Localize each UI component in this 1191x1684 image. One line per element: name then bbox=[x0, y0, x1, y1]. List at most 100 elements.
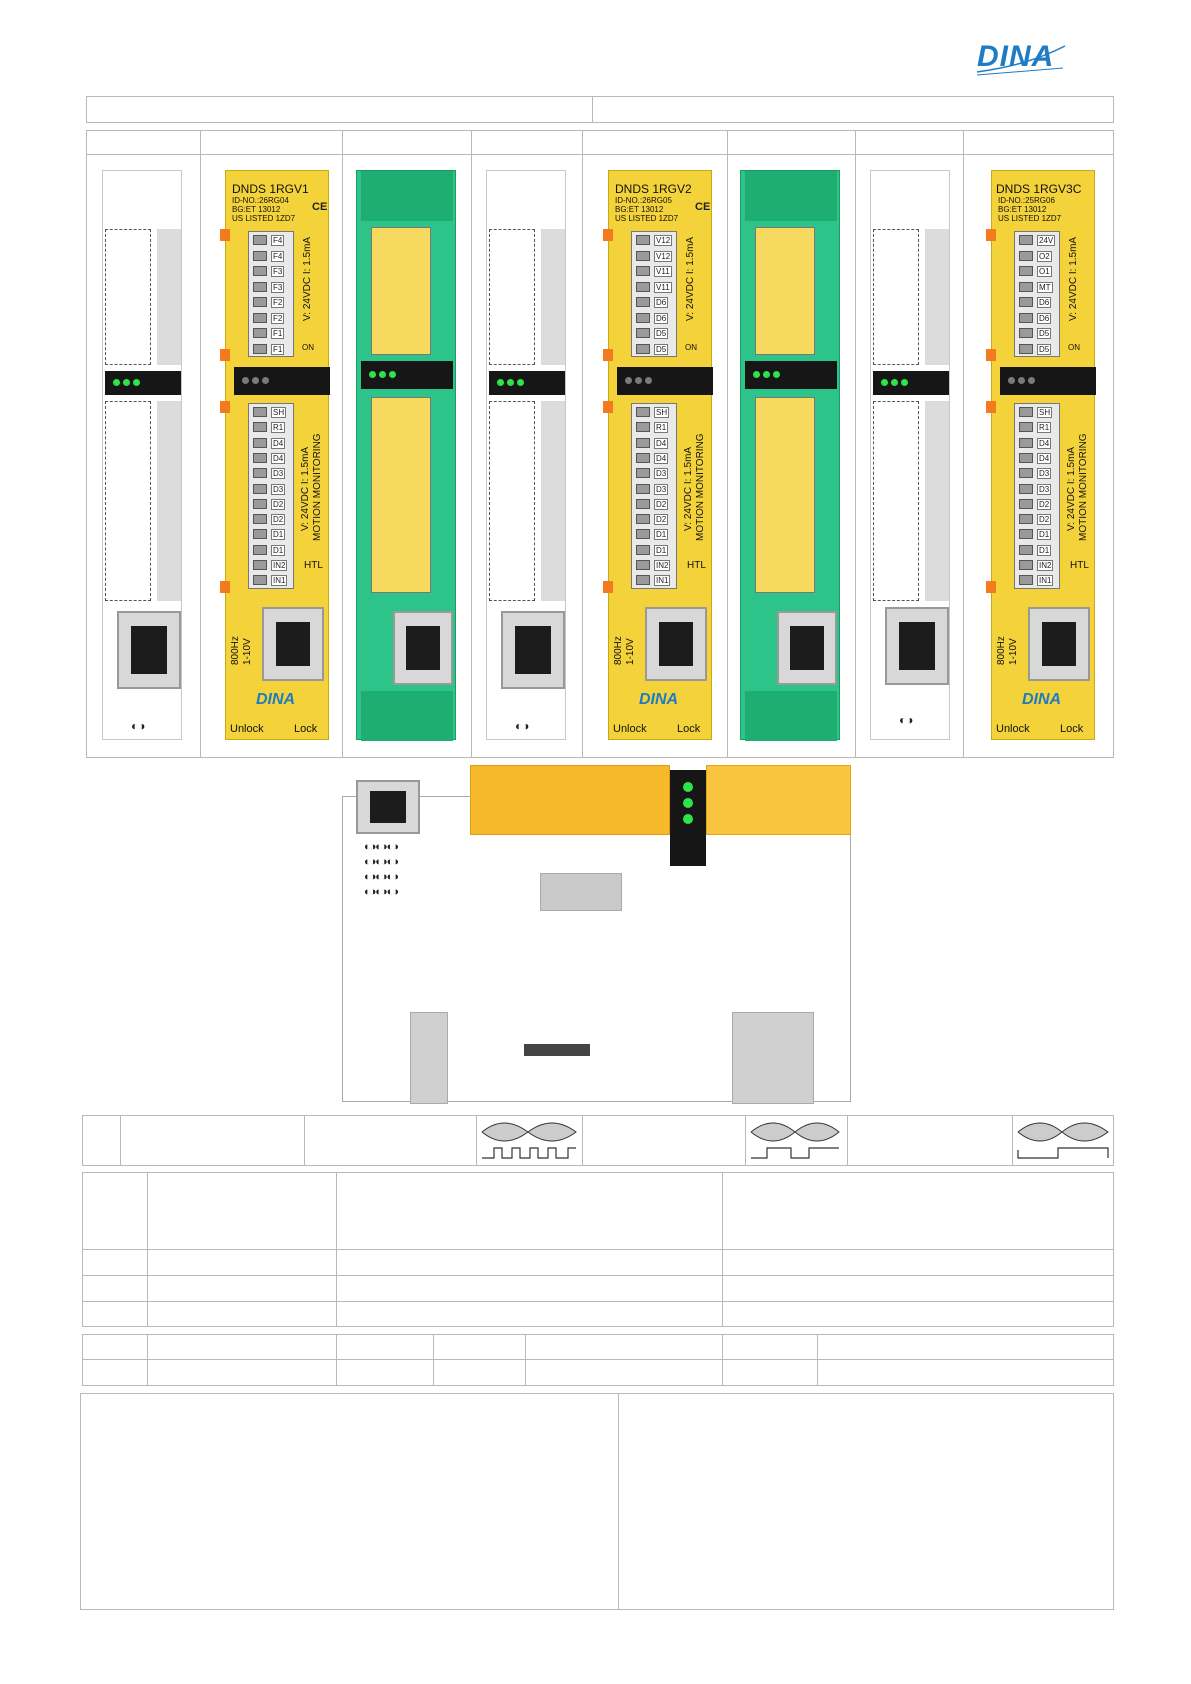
terminal-label: F4 bbox=[271, 235, 285, 246]
terminal-label: IN2 bbox=[1037, 560, 1054, 571]
terminal-label: D1 bbox=[271, 529, 286, 541]
module-logo: DINA bbox=[256, 691, 296, 708]
terminal-label: D1 bbox=[271, 544, 286, 556]
lower-terminal-group bbox=[105, 401, 151, 601]
terminal-screw-icon bbox=[253, 529, 267, 540]
rj45-port bbox=[117, 611, 181, 689]
terminal-screw-icon bbox=[636, 422, 650, 433]
rj45-port bbox=[501, 611, 565, 689]
pulse-signal-icon: ◐◑ bbox=[131, 719, 146, 733]
module-bg: BG:ET 13012 bbox=[232, 205, 281, 214]
terminal-screw-icon bbox=[636, 483, 650, 494]
status-led-bar bbox=[361, 361, 453, 389]
terminal-label: F3 bbox=[271, 266, 285, 277]
terminal-screw-icon bbox=[253, 560, 267, 570]
module-us-listed: US LISTED 1ZD7 bbox=[232, 214, 296, 223]
unlock-label: Unlock bbox=[230, 723, 264, 735]
terminal-screw-icon bbox=[636, 343, 650, 354]
motion-label: MOTION MONITORING bbox=[695, 433, 706, 541]
dip-switch[interactable] bbox=[540, 873, 622, 911]
release-tab-icon[interactable] bbox=[986, 401, 996, 413]
release-tab-icon[interactable] bbox=[986, 349, 996, 361]
terminal-label: F2 bbox=[271, 297, 285, 308]
lower-spec: V: 24VDC I: 1.5mA bbox=[683, 446, 694, 531]
unlock-label: Unlock bbox=[996, 723, 1030, 735]
release-tab-icon[interactable] bbox=[220, 401, 230, 413]
terminal-screw-icon bbox=[636, 560, 650, 570]
notes-table bbox=[80, 1393, 1114, 1610]
header-table bbox=[86, 96, 1114, 123]
terminal-label: D3 bbox=[654, 468, 669, 480]
release-tab-icon[interactable] bbox=[220, 229, 230, 241]
terminal-screw-icon bbox=[253, 514, 267, 525]
lower-terminal-block bbox=[371, 397, 431, 593]
release-tab-icon[interactable] bbox=[220, 349, 230, 361]
volt-label: 1-10V bbox=[625, 638, 636, 665]
terminal-label: SH bbox=[1037, 407, 1053, 418]
waveform-slow-icon bbox=[747, 1116, 845, 1164]
terminal-label: MT bbox=[1037, 281, 1053, 293]
status-led-bar bbox=[489, 371, 565, 395]
rj45-port bbox=[777, 611, 837, 685]
terminal-label: D4 bbox=[1037, 452, 1052, 464]
top-clip bbox=[361, 171, 453, 221]
terminal-label: F1 bbox=[271, 328, 285, 339]
upper-terminal-block bbox=[755, 227, 815, 355]
terminal-screw-icon bbox=[1019, 312, 1033, 323]
terminal-screw-icon bbox=[636, 312, 650, 323]
terminal-label: D1 bbox=[1037, 544, 1052, 556]
terminal-screw-icon bbox=[636, 575, 650, 586]
terminal-screw-icon bbox=[253, 312, 267, 323]
terminal-screw-icon bbox=[1019, 560, 1033, 570]
on-label: ON bbox=[685, 343, 697, 352]
release-tab-icon[interactable] bbox=[986, 229, 996, 241]
terminal-label: V12 bbox=[654, 235, 673, 246]
terminal-screw-icon bbox=[1019, 468, 1033, 479]
rj45-port bbox=[1028, 607, 1090, 681]
terminal-diagram-module-1: ◐◑ bbox=[102, 170, 182, 740]
freq-label: 800Hz bbox=[230, 636, 241, 665]
terminal-label: D4 bbox=[654, 452, 669, 464]
module-table-header-line bbox=[86, 154, 1114, 155]
module-bg: BG:ET 13012 bbox=[615, 205, 664, 214]
col-divider bbox=[200, 130, 201, 758]
terminal-label: D1 bbox=[654, 529, 669, 541]
status-led-bar bbox=[1000, 367, 1096, 395]
release-tab-icon[interactable] bbox=[603, 401, 613, 413]
terminal-label: R1 bbox=[654, 422, 669, 434]
terminal-screw-icon bbox=[636, 250, 650, 261]
green-module-1 bbox=[356, 170, 456, 741]
release-tab-icon[interactable] bbox=[603, 349, 613, 361]
pin-header bbox=[524, 1044, 590, 1100]
ce-mark-icon: CE bbox=[312, 201, 328, 213]
terminal-label: SH bbox=[654, 407, 670, 418]
terminal-label: D2 bbox=[654, 514, 669, 526]
terminal-screw-icon bbox=[1019, 266, 1033, 276]
led-2 bbox=[123, 379, 130, 386]
module-us-listed: US LISTED 1ZD7 bbox=[998, 214, 1062, 223]
terminal-label: 24V bbox=[1037, 235, 1056, 246]
terminal-label: F1 bbox=[271, 343, 285, 355]
led-1 bbox=[113, 379, 120, 386]
release-tab-icon[interactable] bbox=[603, 581, 613, 593]
release-tab-icon[interactable] bbox=[220, 581, 230, 593]
module-id: ID-NO.:26RG04 bbox=[232, 196, 289, 205]
dina-logo: DINA bbox=[975, 38, 1067, 78]
terminal-label: D4 bbox=[271, 452, 286, 464]
release-tab-icon[interactable] bbox=[603, 229, 613, 241]
terminal-screw-icon bbox=[1019, 407, 1033, 417]
terminal-label: IN1 bbox=[654, 575, 671, 587]
terminal-label: SH bbox=[271, 407, 287, 418]
terminal-label: R1 bbox=[271, 422, 286, 434]
terminal-screw-icon bbox=[1019, 297, 1033, 307]
upper-spec: V: 24VDC I: 1.5mA bbox=[685, 236, 696, 321]
on-label: ON bbox=[302, 343, 314, 352]
upper-spec: V: 24VDC I: 1.5mA bbox=[1068, 236, 1079, 321]
release-tab-icon[interactable] bbox=[986, 581, 996, 593]
lock-label: Lock bbox=[677, 723, 701, 735]
header-connector-left bbox=[410, 1012, 448, 1104]
ce-mark-icon: CE bbox=[695, 201, 711, 213]
freq-label: 800Hz bbox=[996, 636, 1007, 665]
terminal-screw-icon bbox=[1019, 514, 1033, 525]
